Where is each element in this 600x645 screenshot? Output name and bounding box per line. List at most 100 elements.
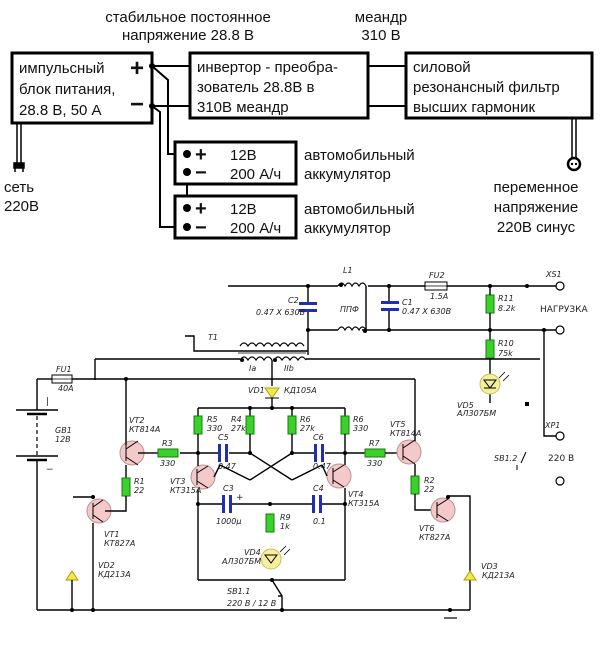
gb1-minus-mark: − [46, 465, 54, 475]
inverter-line2: зователь 28.8В в [197, 79, 315, 96]
fu1-value: 40A [58, 384, 74, 393]
switch-sb12 [520, 451, 527, 464]
r2-ref: R2 [424, 476, 435, 485]
r8-ref: R6 [353, 415, 364, 424]
resistor-r6-27k [287, 415, 297, 435]
vd5-ref: VD5 [457, 401, 474, 410]
ground-rail [37, 608, 470, 619]
mains-label-line1: сеть [4, 179, 34, 196]
xs1-terminal-1 [555, 281, 565, 291]
c2-ref: C2 [288, 296, 299, 305]
filter-line2: резонансный фильтр [413, 79, 560, 96]
c3-value: 1000μ [216, 517, 241, 526]
meander-label-line1: меандр [355, 9, 407, 26]
psu-plus-sign: + [130, 55, 144, 82]
r6-ref: R6 [300, 415, 311, 424]
battery-2-capacity: 200 А/ч [230, 220, 281, 237]
dc-bus-wires [149, 63, 190, 228]
c2-value: 0.47 X 630B [256, 308, 305, 317]
output-label-line2: напряжение [494, 199, 578, 216]
vt6-ref: VT6 [419, 524, 434, 533]
resistor-r3 [157, 448, 179, 458]
c5-value: 0.47 [218, 462, 237, 471]
battery-1-voltage: 12В [230, 147, 257, 164]
r2-value: 22 [424, 485, 434, 494]
output-label-line1: переменное [493, 179, 578, 196]
battery-2: + − 12В 200 А/ч автомобильный аккумулято… [173, 194, 415, 240]
diode-vd2 [65, 570, 79, 581]
battery-2-minus: − [195, 217, 207, 239]
vd3-value: КД213А [482, 571, 515, 580]
xp1-terminal-1 [555, 431, 565, 441]
r5-value: 330 [207, 424, 222, 433]
resistor-r10 [485, 339, 495, 359]
r4-ref: R4 [231, 415, 242, 424]
t1-secondary-winding [239, 342, 305, 348]
load-label: НАГРУЗКА [540, 305, 588, 315]
out-voltage-label: 220 В [548, 454, 574, 464]
plug-icon [13, 162, 25, 172]
t1-primary-winding [239, 356, 307, 362]
fu2-value: 1.5A [430, 292, 448, 301]
sb11-value: 220 В / 12 В [227, 599, 276, 608]
r9-value: 1k [280, 522, 290, 531]
psu-block: импульсный блок питания, 28.8 В, 50 А + … [10, 51, 154, 125]
socket-icon [566, 156, 582, 172]
r9-ref: R9 [280, 513, 291, 522]
c6-ref: C6 [313, 433, 324, 442]
resistor-r1 [121, 477, 131, 497]
schematic: C2 0.47 X 630B L1 ППФ C1 0.47 X 630B FU2… [16, 266, 588, 619]
r4-value: 27k [231, 424, 246, 433]
gb1-plus-mark: | [46, 397, 49, 407]
diode-vd1: VD1 КД105А [198, 386, 345, 410]
led-vd4 [260, 548, 282, 570]
resistor-r2 [410, 475, 420, 495]
r8-value: 330 [353, 424, 368, 433]
inductor-l1-bottom [337, 326, 367, 332]
r3-value: 330 [160, 459, 175, 468]
indicator-network: + C3 1000μ C4 0.1 R9 1k VD4 АЛ307БМ [196, 484, 347, 610]
c4-value: 0.1 [313, 517, 326, 526]
vt3-ref: VT3 [170, 477, 185, 486]
resistor-r5 [193, 415, 203, 435]
capacitor-c5 [218, 444, 221, 462]
vt5-value: КТ814А [390, 429, 421, 438]
vt6-value: КТ827А [419, 533, 450, 542]
mains-plug: сеть 220В [4, 123, 39, 215]
psu-line2: блок питания, [19, 81, 115, 98]
xp1-ref: XP1 [544, 421, 560, 430]
c5-ref: C5 [218, 433, 229, 442]
meander-wires [368, 65, 406, 107]
capacitor-c2-plate [299, 302, 317, 305]
r6-value: 27k [300, 424, 315, 433]
battery-1: + − 12В 200 А/ч автомобильный аккумулято… [173, 140, 415, 186]
vd5-value: АЛ307БМ [456, 409, 496, 418]
battery-2-voltage: 12В [230, 201, 257, 218]
block-diagram: стабильное постоянное напряжение 28.8 В … [4, 9, 594, 240]
vt2-ref: VT2 [129, 416, 144, 425]
diode-vd3 [463, 570, 477, 581]
sb12-ref: SB1.2 [494, 454, 517, 463]
vd1-value: КД105А [284, 386, 317, 395]
battery-1-plus: + [195, 144, 207, 166]
vt4-ref: VT4 [348, 490, 363, 499]
capacitor-c6 [314, 444, 317, 462]
psu-minus-sign: − [130, 91, 144, 118]
r7-ref: R7 [369, 439, 381, 448]
transistors: VT2 КТ814А R1 22 VT1 КТ827А VD2 КД213А [65, 379, 515, 610]
vt1-value: КТ827А [104, 539, 135, 548]
meander-label-line2: 310 В [361, 27, 400, 44]
xp1-terminal-2 [555, 476, 565, 486]
r7-value: 330 [367, 459, 382, 468]
output-label-line3: 220В синус [497, 219, 576, 236]
filter-line3: высших гармоник [413, 99, 535, 116]
gb1-value: 12B [55, 435, 71, 444]
vt3-value: КТ315А [170, 486, 201, 495]
resistor-r11 [485, 294, 495, 314]
resistor-r9 [265, 513, 275, 533]
vt5-ref: VT5 [390, 420, 405, 429]
capacitor-c1-plate [381, 301, 399, 304]
vt4-value: КТ315А [348, 499, 379, 508]
battery-2-plus: + [195, 198, 207, 220]
